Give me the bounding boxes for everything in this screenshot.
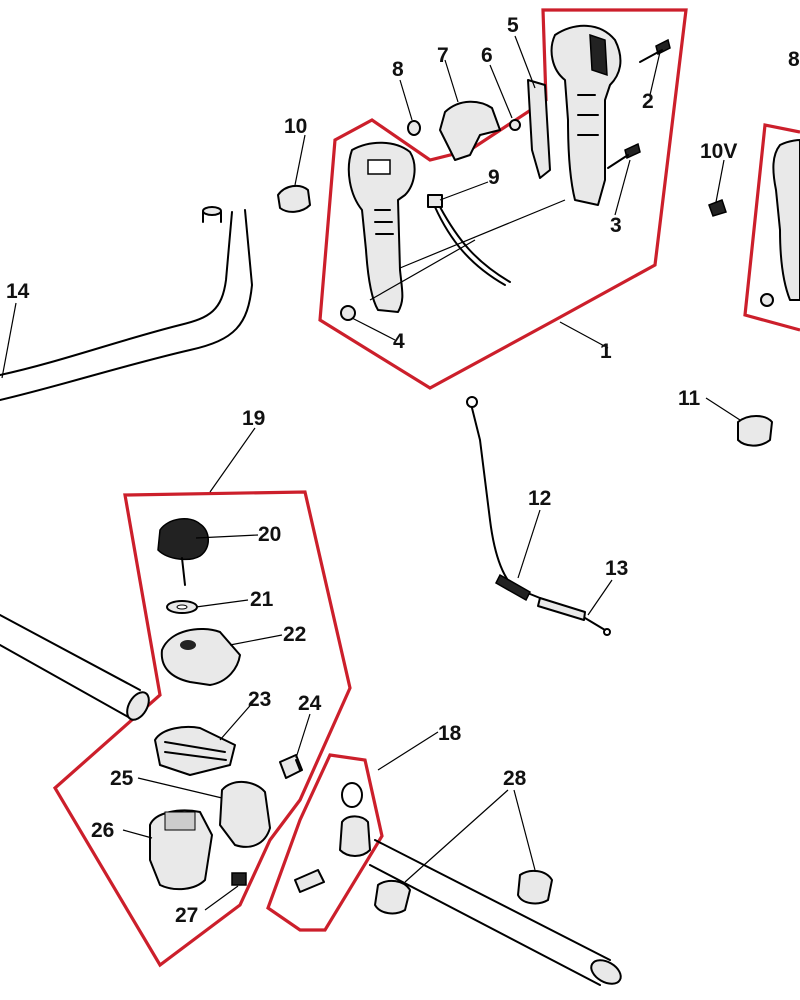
label-part-6: 6 bbox=[481, 44, 493, 67]
clamp-plate-23 bbox=[154, 725, 236, 776]
knob-20 bbox=[157, 518, 209, 586]
right-handle-partial bbox=[708, 139, 800, 307]
label-part-4: 4 bbox=[393, 330, 405, 353]
rubber-grip-10 bbox=[277, 184, 311, 213]
label-part-22: 22 bbox=[283, 623, 306, 646]
bolt-24 bbox=[279, 754, 303, 779]
handlebar-tube bbox=[0, 206, 253, 401]
throttle-handle-left-half bbox=[347, 141, 416, 313]
lower-tube bbox=[0, 614, 150, 721]
label-part-9: 9 bbox=[488, 166, 500, 189]
label-part-2: 2 bbox=[642, 90, 654, 113]
handle-screw-mid bbox=[607, 142, 641, 169]
label-part-7: 7 bbox=[437, 44, 449, 67]
label-part-11: 11 bbox=[678, 387, 701, 410]
label-part-10v: 10V bbox=[700, 140, 737, 163]
label-part-3: 3 bbox=[610, 214, 622, 237]
label-part-24: 24 bbox=[298, 692, 322, 715]
handle-screw-top bbox=[639, 38, 671, 63]
label-part-25: 25 bbox=[110, 767, 134, 790]
label-part-10: 10 bbox=[284, 115, 307, 138]
throttle-handle-right-half bbox=[550, 24, 622, 206]
clip-11 bbox=[737, 415, 773, 447]
assembly-18-outline bbox=[266, 753, 384, 932]
clamp-ring-18 bbox=[339, 782, 371, 857]
handle-nut-bottom bbox=[340, 305, 356, 321]
label-part-19: 19 bbox=[242, 407, 265, 430]
trigger-lever bbox=[527, 79, 551, 179]
label-part-18: 18 bbox=[438, 722, 462, 745]
label-part-27: 27 bbox=[175, 904, 198, 927]
label-part-20: 20 bbox=[258, 523, 281, 546]
leader-lines bbox=[1, 35, 741, 911]
label-part-5: 5 bbox=[507, 14, 519, 37]
clamp-top-22 bbox=[160, 628, 241, 686]
label-part-23: 23 bbox=[248, 688, 271, 711]
label-part-14: 14 bbox=[6, 280, 30, 303]
label-part-28: 28 bbox=[503, 767, 527, 790]
nut-27 bbox=[231, 872, 247, 886]
bolt-18 bbox=[294, 869, 325, 893]
bracket-25 bbox=[219, 781, 271, 848]
label-part-21: 21 bbox=[250, 588, 274, 611]
throttle-trigger bbox=[439, 100, 501, 161]
label-part-26: 26 bbox=[91, 819, 114, 842]
label-part-13: 13 bbox=[605, 557, 628, 580]
label-part-8: 8 bbox=[392, 58, 404, 81]
drive-shaft bbox=[369, 839, 622, 986]
bushing bbox=[407, 120, 421, 136]
washer-21 bbox=[166, 600, 198, 614]
mount-block-26 bbox=[149, 809, 213, 891]
label-part-1: 1 bbox=[600, 340, 612, 363]
assembly-8-right-outline bbox=[743, 123, 800, 332]
label-part-12: 12 bbox=[528, 487, 551, 510]
throttle-cable bbox=[466, 396, 611, 636]
assembly-1-outline bbox=[318, 8, 688, 390]
assembly-19-outline bbox=[52, 490, 352, 968]
label-part-8-right: 8 bbox=[788, 48, 800, 71]
switch-wire bbox=[427, 194, 511, 286]
small-nut bbox=[509, 119, 521, 131]
